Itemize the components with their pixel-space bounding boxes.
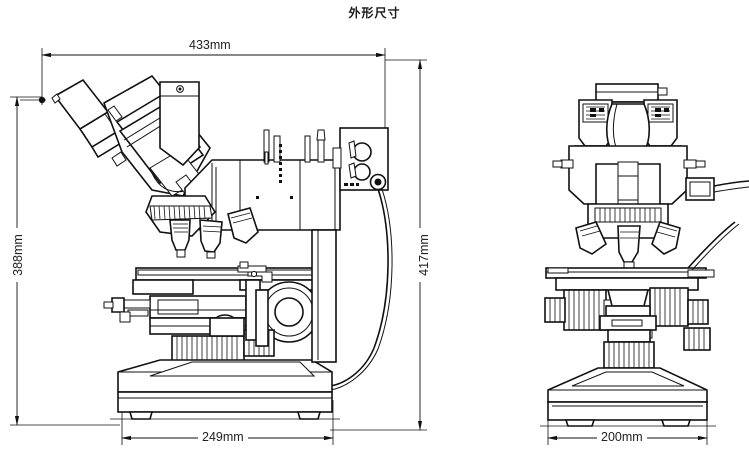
base-side	[110, 229, 340, 420]
microscope-arm-side	[184, 129, 341, 231]
nosepiece-front	[575, 203, 681, 270]
lamp-housing-side	[332, 127, 389, 191]
vertical-illuminator-tube	[159, 81, 200, 167]
focus-column-side	[245, 279, 269, 347]
page-title: 外形尺寸	[348, 6, 401, 20]
power-cord-side	[329, 188, 393, 391]
dimension-label-417mm: 417mm	[417, 228, 431, 282]
front-view-microscope	[540, 83, 749, 427]
condenser-front	[599, 289, 657, 369]
stage-knobs-front	[544, 287, 711, 351]
binocular-head-front	[552, 145, 706, 215]
nosepiece-objectives-side	[145, 195, 259, 259]
base-front	[540, 367, 716, 427]
dimension-label-200mm: 200mm	[597, 430, 647, 444]
dimension-label-433mm: 433mm	[185, 38, 235, 52]
side-view-microscope	[51, 74, 393, 420]
dimension-label-249mm: 249mm	[198, 430, 248, 444]
illuminator-block-front	[685, 177, 749, 201]
dimension-label-388mm: 388mm	[11, 228, 25, 282]
